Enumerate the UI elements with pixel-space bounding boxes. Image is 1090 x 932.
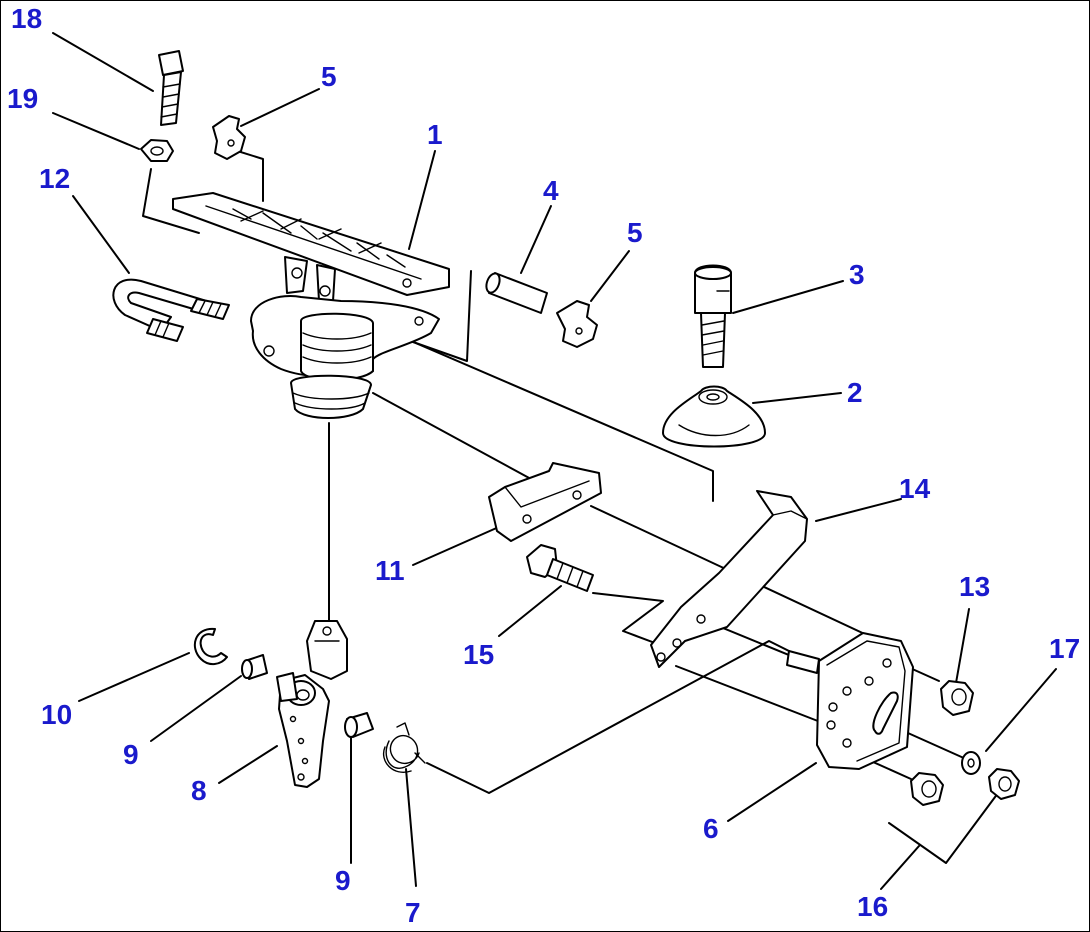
callout-12: 12 <box>39 163 71 194</box>
part-7-spring <box>382 722 426 773</box>
part-10-snap-ring <box>193 627 228 665</box>
callout-5-upper: 5 <box>321 61 337 92</box>
part-3-rod-end <box>694 264 732 368</box>
part-19-nut <box>140 139 174 162</box>
part-13-nut <box>940 680 974 716</box>
callout-7: 7 <box>405 897 421 928</box>
part-1-pedal-assembly <box>172 192 450 419</box>
callout-9-right: 9 <box>335 865 351 896</box>
part-12-u-bolt <box>112 278 230 342</box>
part-11-bracket <box>488 462 602 542</box>
callout-8: 8 <box>191 775 207 806</box>
part-9-bushing-right <box>344 712 374 738</box>
callout-6: 6 <box>703 813 719 844</box>
callout-10: 10 <box>41 699 73 730</box>
callout-5-lower: 5 <box>627 217 643 248</box>
part-5-clip-upper <box>212 115 246 160</box>
assembly-lines <box>142 148 967 794</box>
part-8-lever <box>276 620 348 788</box>
callout-16: 16 <box>857 891 889 922</box>
leader-lines <box>52 32 1057 890</box>
callout-18: 18 <box>11 3 43 34</box>
part-9-bushing-left <box>241 654 268 680</box>
part-17-washer <box>961 751 981 775</box>
callout-15: 15 <box>463 639 495 670</box>
part-15-bolt <box>526 544 594 592</box>
callout-19: 19 <box>7 83 39 114</box>
part-4-pin <box>485 272 548 314</box>
callout-11: 11 <box>375 555 405 586</box>
part-18-bolt <box>158 50 184 126</box>
part-16-nuts <box>910 768 1020 806</box>
callout-13: 13 <box>959 571 991 602</box>
part-6-mounting-plate <box>786 632 914 770</box>
callout-2: 2 <box>847 377 863 408</box>
callout-3: 3 <box>849 259 865 290</box>
callout-9-left: 9 <box>123 739 139 770</box>
part-14-bracket <box>650 490 808 668</box>
callout-14: 14 <box>899 473 931 504</box>
callout-17: 17 <box>1049 633 1081 664</box>
part-5-clip-lower <box>556 300 598 348</box>
callout-1: 1 <box>427 119 443 150</box>
callout-4: 4 <box>543 175 559 206</box>
part-2-rubber-boot <box>662 385 766 448</box>
